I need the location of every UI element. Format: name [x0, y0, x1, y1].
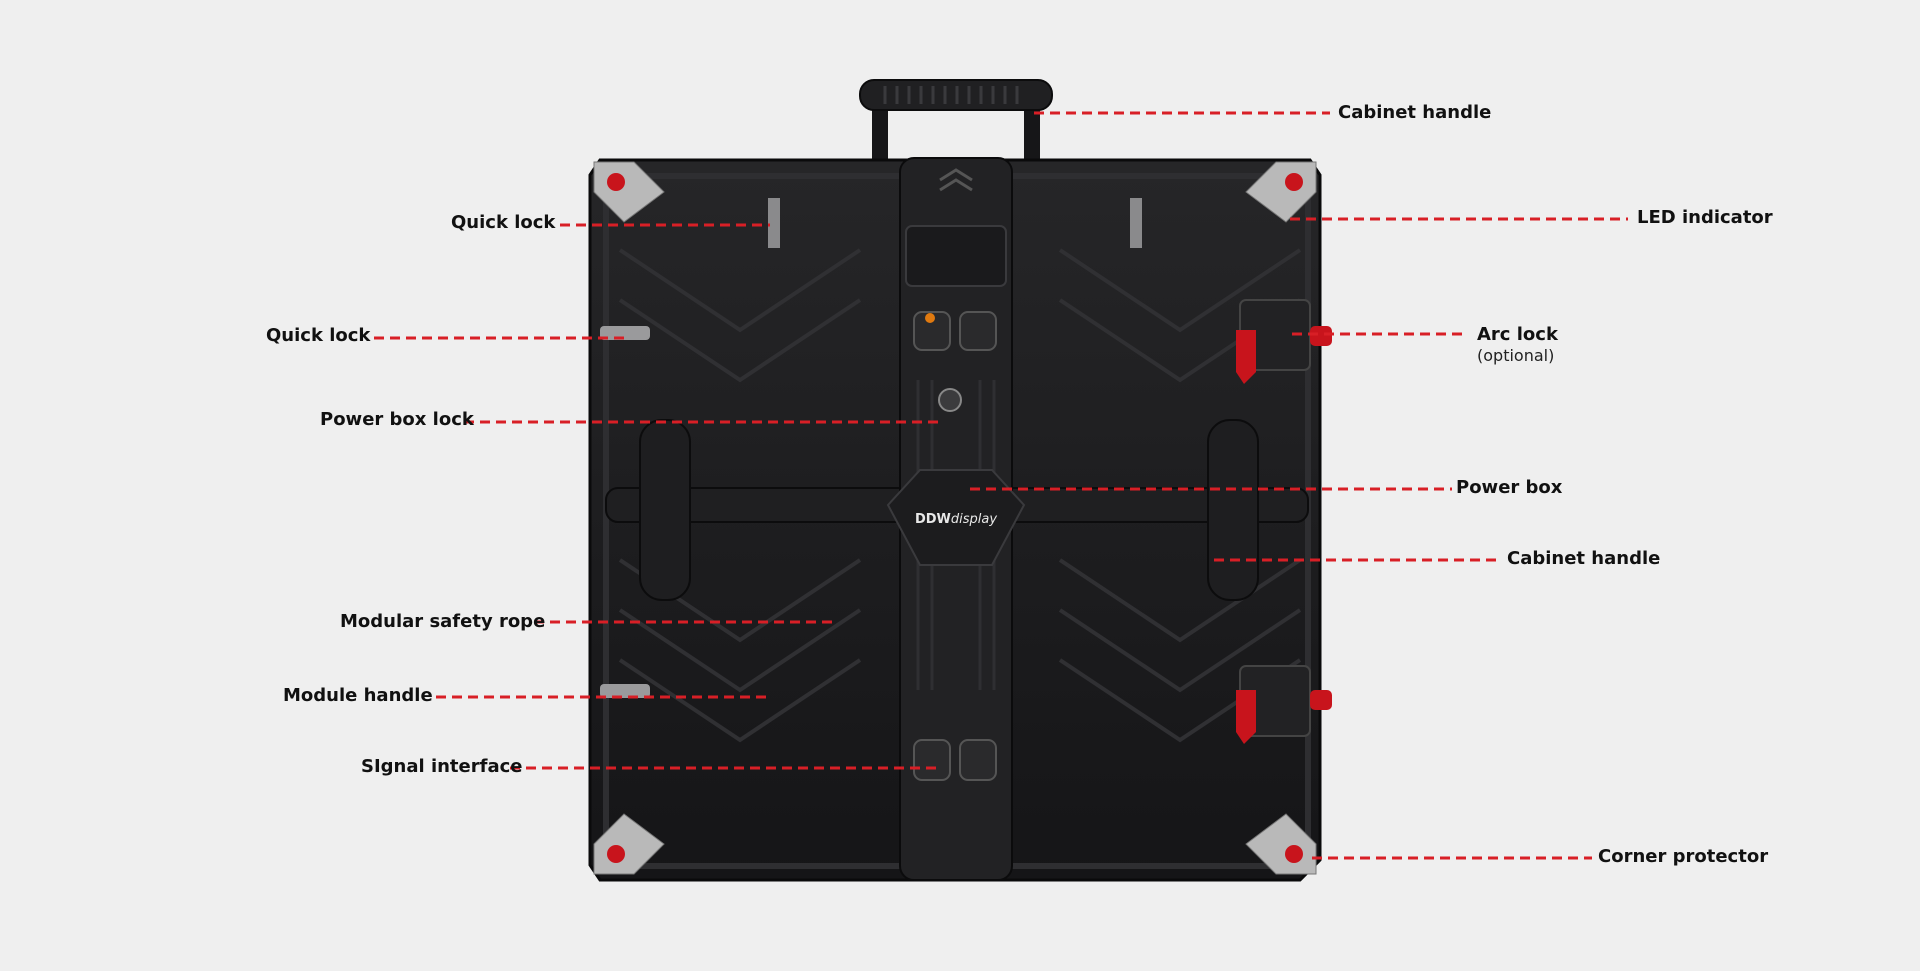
label-signal-interface: SIgnal interface [361, 756, 523, 777]
label-quick-lock-top: Quick lock [451, 212, 556, 233]
led-indicator-dot [1285, 173, 1303, 191]
label-quick-lock-side: Quick lock [266, 325, 371, 346]
label-led-indicator: LED indicator [1637, 207, 1773, 228]
label-power-box-lock: Power box lock [320, 409, 474, 430]
signal-connector-out [959, 739, 997, 781]
power-connector-in [913, 311, 951, 351]
brand-logo: DDWdisplay [915, 512, 997, 527]
arc-locks [1236, 299, 1332, 744]
signal-connector-in [913, 739, 951, 781]
power-connector-out [959, 311, 997, 351]
label-cabinet-handle-top: Cabinet handle [1338, 102, 1492, 123]
leader-lines [374, 111, 1628, 860]
label-cabinet-handle-side: Cabinet handle [1507, 548, 1661, 569]
quick-lock-pins [600, 198, 1142, 698]
power-box-lock-knob [938, 388, 962, 412]
top-handle [859, 79, 1053, 172]
corner-brackets [593, 161, 1317, 875]
label-power-box: Power box [1456, 477, 1563, 498]
led-indicator-dot [607, 173, 625, 191]
power-box: DDWdisplay [886, 157, 1026, 881]
label-arc-lock-optional: (optional) [1477, 346, 1555, 365]
label-arc-lock: Arc lock [1477, 324, 1558, 345]
label-modular-safety-rope: Modular safety rope [340, 611, 546, 632]
label-module-handle: Module handle [283, 685, 433, 706]
label-corner-protector: Corner protector [1598, 846, 1769, 867]
